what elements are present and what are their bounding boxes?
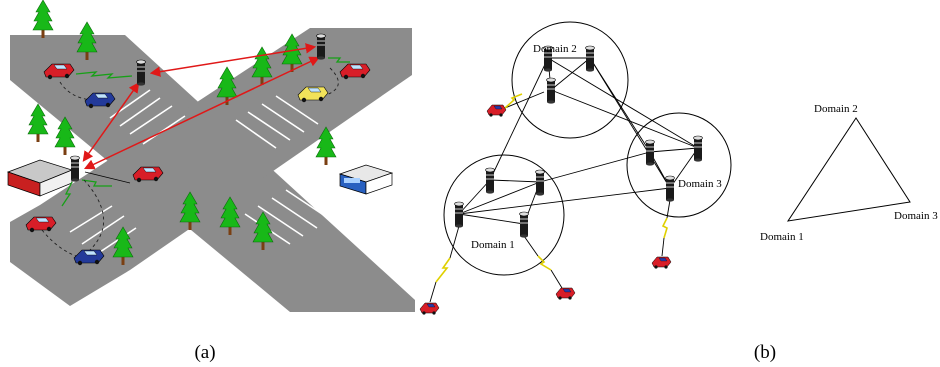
tower-east [316,33,326,61]
vehicle-3 [555,287,576,301]
building-left [6,159,74,197]
vehicle-2 [419,302,440,316]
triangle-domain-1-label: Domain 1 [760,231,804,243]
backbone-edges [458,57,699,225]
domain-3-circle [626,112,732,218]
node-d2-c [546,77,556,105]
panel-b-domains: Domain 2 Domain 3 Domain 1 [419,21,732,316]
node-d3-a [645,139,655,167]
tower-west [70,155,80,183]
vehicle-4 [651,256,672,270]
abstract-domain-graph: Domain 2 Domain 1 Domain 3 [760,103,938,243]
access-links [429,91,671,303]
node-d1-d [519,211,529,239]
node-d3-c [665,175,675,203]
node-d1-c [454,201,464,229]
wireless-links [61,57,350,207]
vehicle-1 [486,104,507,118]
wireless-links-dashed [41,67,339,259]
domain-1-label: Domain 1 [471,239,515,251]
domain-3-label: Domain 3 [678,178,722,190]
caption-b: (b) [754,342,776,363]
wireless-bolts [435,93,668,283]
building-right [338,164,394,195]
node-d1-a [485,167,495,195]
node-d1-b [535,169,545,197]
domain-2-circle [511,21,629,139]
triangle-domain-3-label: Domain 3 [894,210,938,222]
node-d2-b [585,45,595,73]
backbone-links [82,43,321,170]
domain-triangle [786,117,911,222]
node-d3-b [693,135,703,163]
triangle-domain-2-label: Domain 2 [814,103,858,115]
domain-2-label: Domain 2 [533,43,577,55]
caption-a: (a) [194,342,215,363]
domain-1-circle [443,154,565,276]
panel-a-intersection [6,0,415,312]
tower-north [136,59,146,87]
